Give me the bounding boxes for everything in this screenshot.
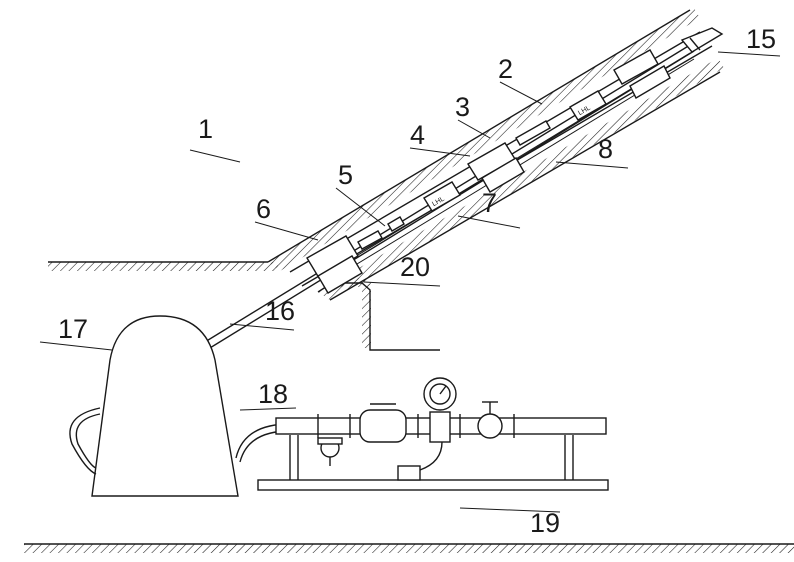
label-2: 2 bbox=[498, 54, 513, 84]
label-4: 4 bbox=[410, 120, 425, 150]
label-15: 15 bbox=[746, 24, 776, 54]
label-7: 7 bbox=[482, 188, 497, 218]
label-17: 17 bbox=[58, 314, 88, 344]
label-8: 8 bbox=[598, 134, 613, 164]
pump-unit bbox=[70, 316, 238, 496]
label-1: 1 bbox=[198, 114, 213, 144]
label-20: 20 bbox=[400, 252, 430, 282]
label-3: 3 bbox=[455, 92, 470, 122]
pipeline bbox=[258, 378, 608, 490]
label-16: 16 bbox=[265, 296, 295, 326]
label-5: 5 bbox=[338, 160, 353, 190]
drill-bit bbox=[682, 28, 722, 52]
label-6: 6 bbox=[256, 194, 271, 224]
label-18: 18 bbox=[258, 379, 288, 409]
sensor-7: LHL bbox=[424, 182, 460, 211]
label-19: 19 bbox=[530, 508, 560, 538]
